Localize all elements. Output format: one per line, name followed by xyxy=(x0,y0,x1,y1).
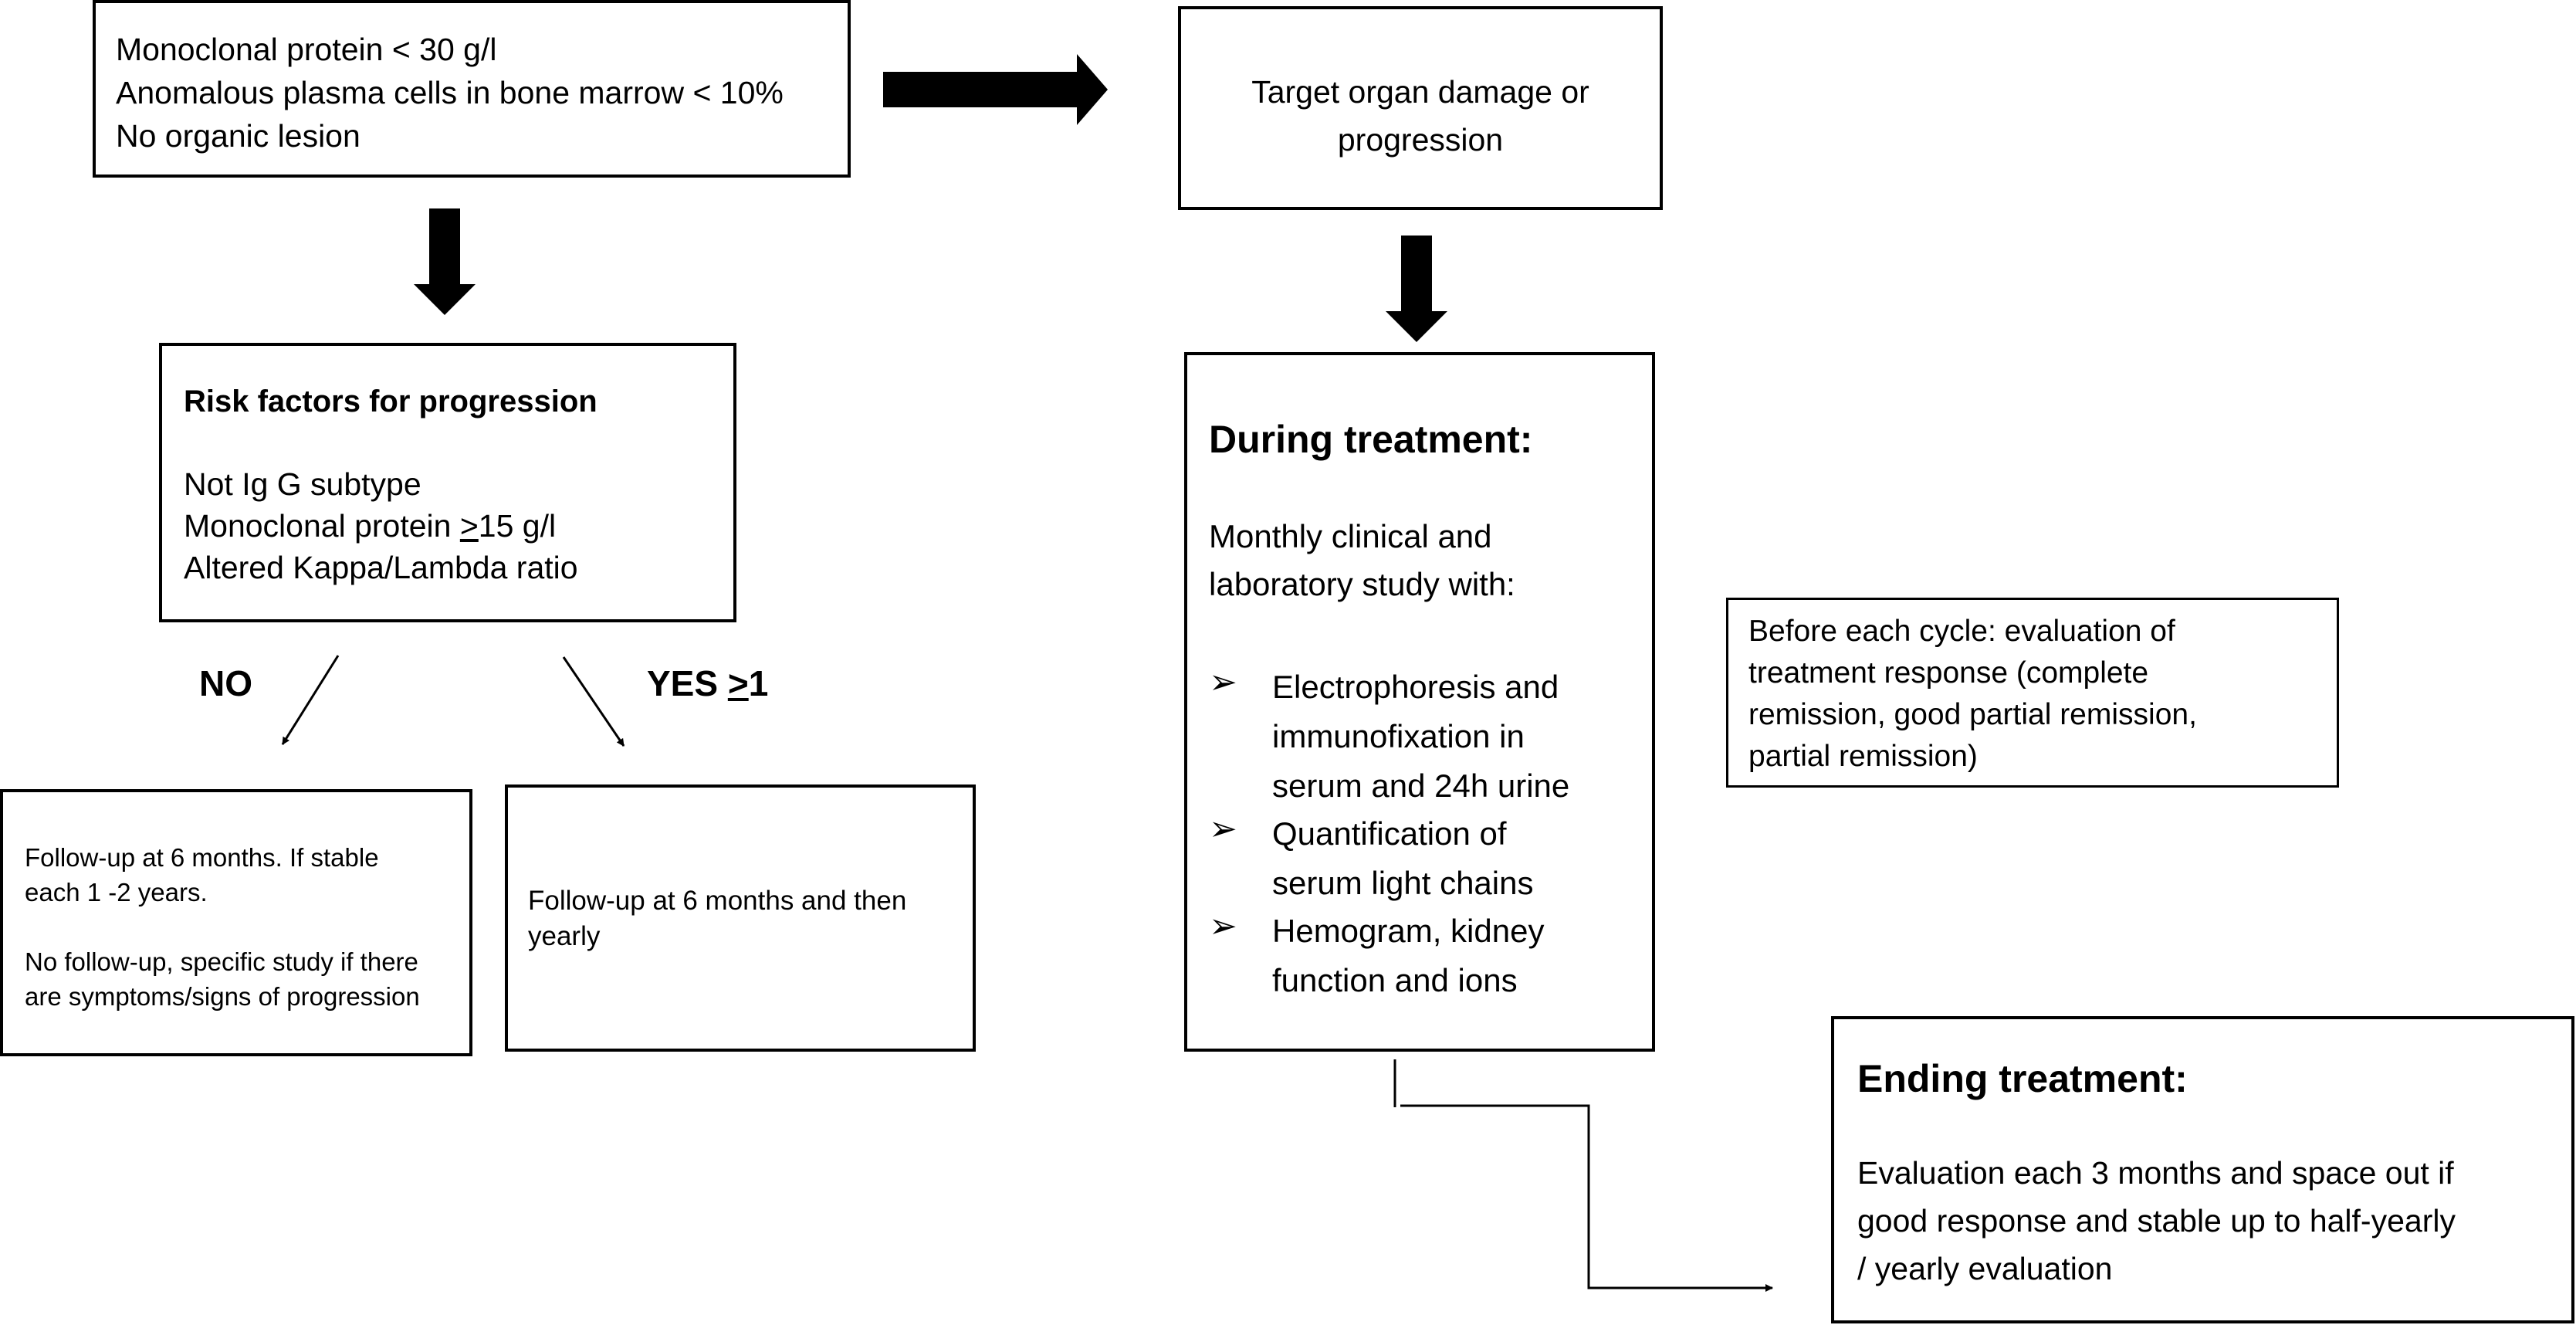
yes-outcome-text: Follow-up at 6 months and then yearly xyxy=(528,886,907,951)
criterion-line: No organic lesion xyxy=(116,118,361,154)
down-arrow-icon xyxy=(414,208,476,315)
right-arrow-icon xyxy=(883,54,1108,125)
risk-factor-item: Not Ig G subtype xyxy=(184,466,421,502)
mgus-criteria-text: Monoclonal protein < 30 g/l Anomalous pl… xyxy=(116,28,784,158)
during-treatment-intro: Monthly clinical and laboratory study wi… xyxy=(1209,518,1515,602)
risk-factors-box: Risk factors for progression Not Ig G su… xyxy=(159,343,736,622)
risk-factors-list: Not Ig G subtype Monoclonal protein >15 … xyxy=(184,463,578,588)
cycle-evaluation-text: Before each cycle: evaluation of treatme… xyxy=(1748,615,2197,773)
criterion-line: Anomalous plasma cells in bone marrow < … xyxy=(116,75,784,110)
arrow-bullet-icon: ➢ xyxy=(1209,810,1237,848)
during-treatment-box: During treatment: Monthly clinical and l… xyxy=(1184,352,1655,1052)
no-outcome-text: Follow-up at 6 months. If stable each 1 … xyxy=(25,843,420,1011)
mgus-criteria-box: Monoclonal protein < 30 g/l Anomalous pl… xyxy=(93,0,851,178)
ending-treatment-box: Ending treatment: Evaluation each 3 mont… xyxy=(1831,1016,2574,1323)
risk-factor-item: Altered Kappa/Lambda ratio xyxy=(184,550,578,585)
no-outcome-box: Follow-up at 6 months. If stable each 1 … xyxy=(0,789,472,1056)
arrow-bullet-icon: ➢ xyxy=(1209,663,1237,701)
no-label: NO xyxy=(199,663,252,703)
ending-treatment-text: Evaluation each 3 months and space out i… xyxy=(1857,1155,2456,1286)
target-organ-text: Target organ damage or progression xyxy=(1251,74,1589,158)
arrow-bullet-icon: ➢ xyxy=(1209,907,1237,945)
target-organ-box: Target organ damage or progression xyxy=(1178,6,1663,210)
criterion-line: Monoclonal protein < 30 g/l xyxy=(116,32,497,67)
cycle-evaluation-box: Before each cycle: evaluation of treatme… xyxy=(1726,598,2339,788)
yes-outcome-box: Follow-up at 6 months and then yearly xyxy=(505,784,976,1052)
ending-connector xyxy=(1400,1104,1773,1292)
risk-factor-item: Monoclonal protein >15 g/l xyxy=(184,508,557,544)
risk-factors-title: Risk factors for progression xyxy=(184,385,597,419)
yes-arrow xyxy=(562,656,625,747)
no-arrow xyxy=(281,655,340,745)
down-arrow-icon xyxy=(1386,236,1447,342)
ending-treatment-title: Ending treatment: xyxy=(1857,1057,2188,1100)
yes-label: YES >1 xyxy=(647,663,769,703)
during-treatment-title: During treatment: xyxy=(1209,418,1533,461)
